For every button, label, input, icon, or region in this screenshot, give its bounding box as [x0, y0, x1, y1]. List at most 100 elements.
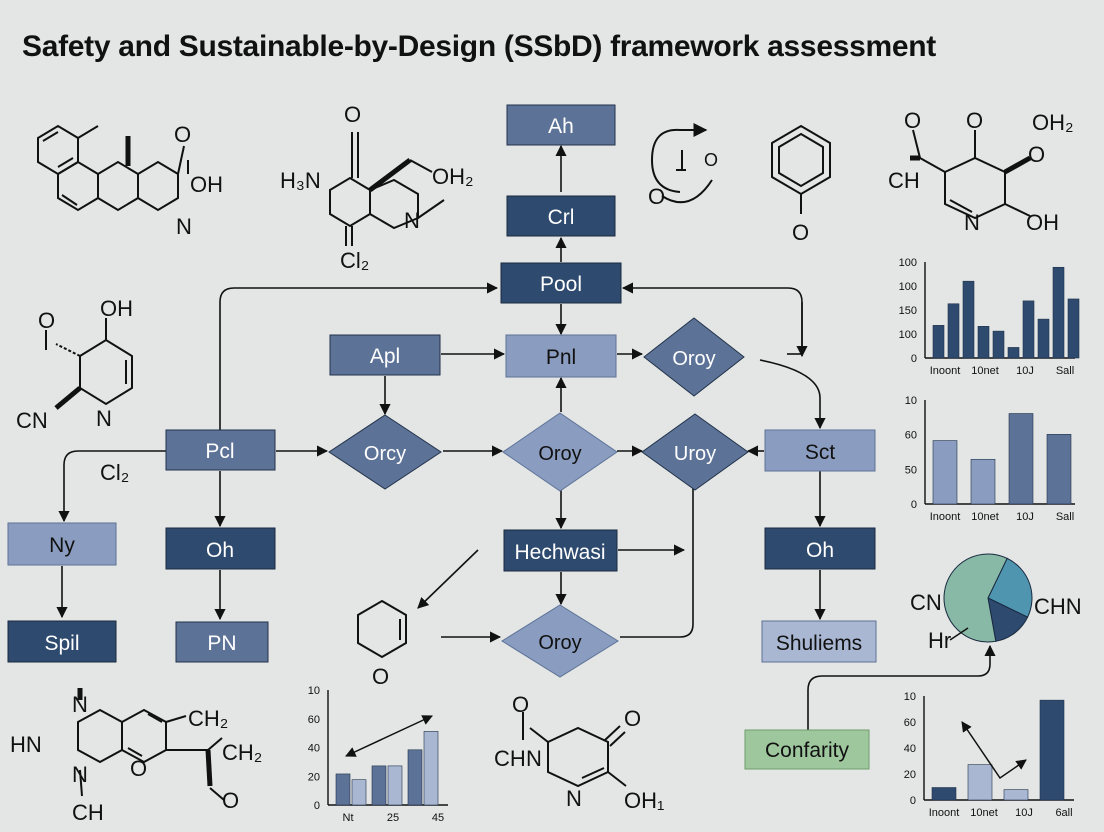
- bar: [977, 326, 990, 359]
- pie-chart: [943, 553, 1033, 643]
- svg-text:O: O: [1028, 142, 1045, 167]
- bar: [1046, 434, 1072, 505]
- node-ny-label: Ny: [49, 534, 75, 557]
- node-pn-label: PN: [207, 632, 236, 655]
- node-oh-left-label: Oh: [206, 539, 234, 562]
- bar: [1067, 298, 1080, 359]
- pie-leader-line: [949, 627, 969, 641]
- x-tick-label: Nt: [343, 812, 354, 824]
- bar: [992, 330, 1005, 359]
- page-title: Safety and Sustainable-by-Design (SSbD) …: [22, 30, 936, 63]
- node-shuliems-label: Shuliems: [776, 632, 862, 655]
- node-sct: Sct: [764, 429, 876, 472]
- svg-text:O: O: [624, 706, 641, 731]
- x-tick-label: 10net: [970, 807, 998, 819]
- y-tick-label: 100: [899, 257, 917, 269]
- x-tick-label: 10J: [1016, 365, 1034, 377]
- node-pool-label: Pool: [540, 273, 582, 296]
- svg-text:N: N: [964, 210, 980, 235]
- chem-labels: O OH N O H₃N OH₂ N Cl₂ O O O O O OH₂ O C…: [10, 102, 1074, 825]
- svg-text:OH₁: OH₁: [624, 788, 664, 813]
- bar: [962, 280, 975, 359]
- node-oroy-top-label: Oroy: [672, 348, 715, 370]
- svg-text:OH₂: OH₂: [432, 164, 474, 189]
- y-tick-label: 0: [911, 353, 917, 365]
- svg-text:OH: OH: [100, 296, 133, 321]
- svg-text:O: O: [648, 184, 665, 209]
- svg-text:N: N: [526, 746, 542, 771]
- y-tick-label: 10: [308, 685, 320, 697]
- svg-text:N: N: [72, 692, 88, 717]
- bar: [387, 765, 403, 806]
- y-tick-label: 150: [899, 305, 917, 317]
- bar: [1037, 318, 1050, 359]
- pie-slice: [943, 553, 1008, 643]
- node-uroy-label: Uroy: [674, 443, 716, 465]
- node-oroy-bot: Oroy: [501, 604, 619, 678]
- svg-text:Cl₂: Cl₂: [340, 248, 369, 273]
- svg-text:Cl₂: Cl₂: [100, 460, 129, 485]
- molecule-1: [37, 124, 189, 212]
- molecule-6: [45, 318, 133, 410]
- svg-text:O: O: [344, 102, 361, 127]
- svg-text:N: N: [566, 786, 582, 811]
- svg-text:CH: CH: [888, 168, 920, 193]
- pie-label-chn: CHN: [1034, 594, 1082, 619]
- y-tick-label: 40: [904, 743, 916, 755]
- svg-text:N: N: [176, 214, 192, 239]
- node-oroy-mid-label: Oroy: [538, 443, 581, 465]
- node-shuliems: Shuliems: [761, 620, 877, 663]
- svg-text:O: O: [512, 692, 529, 717]
- chem-structures: [37, 123, 1032, 801]
- bar: [407, 749, 423, 806]
- y-tick-label: 100: [899, 329, 917, 341]
- node-pn: PN: [175, 621, 269, 663]
- x-tick-label: Sall: [1056, 511, 1074, 523]
- pie-slice: [987, 557, 1033, 618]
- node-orcy: Orcy: [328, 414, 442, 490]
- x-tick-label: 10J: [1016, 511, 1034, 523]
- bar: [351, 779, 367, 806]
- svg-text:O: O: [38, 308, 55, 333]
- node-pcl: Pcl: [165, 429, 276, 471]
- molecule-4: [771, 124, 831, 214]
- x-tick-label: Sall: [1056, 365, 1074, 377]
- y-tick-label: 60: [904, 717, 916, 729]
- node-hechwasi: Hechwasi: [503, 529, 618, 572]
- svg-text:O: O: [174, 122, 191, 147]
- bar: [1039, 699, 1065, 801]
- x-tick-label: 10J: [1015, 807, 1033, 819]
- node-oh-right: Oh: [764, 527, 876, 570]
- node-pnl-label: Pnl: [546, 346, 576, 369]
- node-hechwasi-label: Hechwasi: [514, 541, 605, 564]
- svg-text:CN: CN: [16, 408, 48, 433]
- node-orcy-label: Orcy: [364, 443, 406, 465]
- node-pnl: Pnl: [505, 334, 617, 378]
- x-tick-label: 10net: [971, 511, 999, 523]
- svg-text:N: N: [404, 208, 420, 233]
- pie-labels: CN CHN Hr: [910, 590, 1082, 653]
- node-oroy-bot-label: Oroy: [538, 632, 581, 654]
- y-tick-label: 0: [911, 499, 917, 511]
- svg-text:O: O: [966, 108, 983, 133]
- node-oh-right-label: Oh: [806, 539, 834, 562]
- y-tick-label: 0: [314, 800, 320, 812]
- pie-label-hr: Hr: [928, 628, 951, 653]
- node-crl-label: Crl: [548, 206, 575, 229]
- bar: [967, 764, 993, 801]
- y-tick-label: 10: [905, 395, 917, 407]
- node-ny: Ny: [7, 522, 117, 566]
- node-pool: Pool: [500, 262, 622, 304]
- bar: [1052, 266, 1065, 359]
- svg-text:H₃N: H₃N: [280, 168, 321, 193]
- bar: [1008, 413, 1034, 505]
- svg-text:O: O: [372, 664, 389, 689]
- bar: [1007, 347, 1020, 359]
- bar: [947, 303, 960, 359]
- bar: [371, 765, 387, 806]
- x-tick-label: Inoont: [930, 365, 961, 377]
- node-sct-label: Sct: [805, 441, 836, 464]
- node-apl: Apl: [329, 334, 441, 376]
- svg-text:HN: HN: [10, 732, 42, 757]
